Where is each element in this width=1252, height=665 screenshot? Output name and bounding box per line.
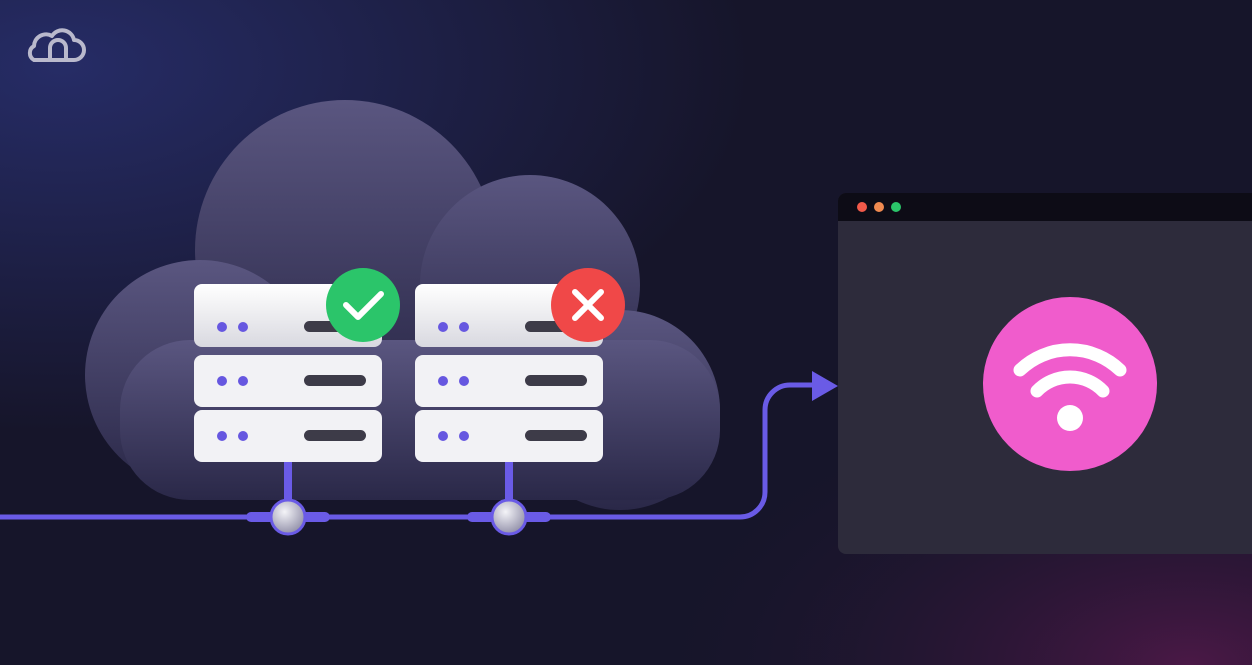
network-node xyxy=(246,498,330,536)
server-unit xyxy=(194,355,382,407)
wifi-icon xyxy=(983,297,1157,471)
window-dot-red xyxy=(857,202,867,212)
connector-line xyxy=(0,382,815,520)
server-stack-online xyxy=(194,268,400,516)
network-node xyxy=(467,498,551,536)
browser-window xyxy=(838,193,1252,554)
arrow-right-icon xyxy=(812,371,838,401)
server-stack-offline xyxy=(415,268,625,516)
server-unit xyxy=(415,410,603,462)
x-icon xyxy=(551,268,625,342)
window-dot-orange xyxy=(874,202,884,212)
window-dot-green xyxy=(891,202,901,212)
check-icon xyxy=(326,268,400,342)
server-unit xyxy=(194,410,382,462)
cloud-logo-icon xyxy=(27,28,86,62)
server-unit xyxy=(415,355,603,407)
